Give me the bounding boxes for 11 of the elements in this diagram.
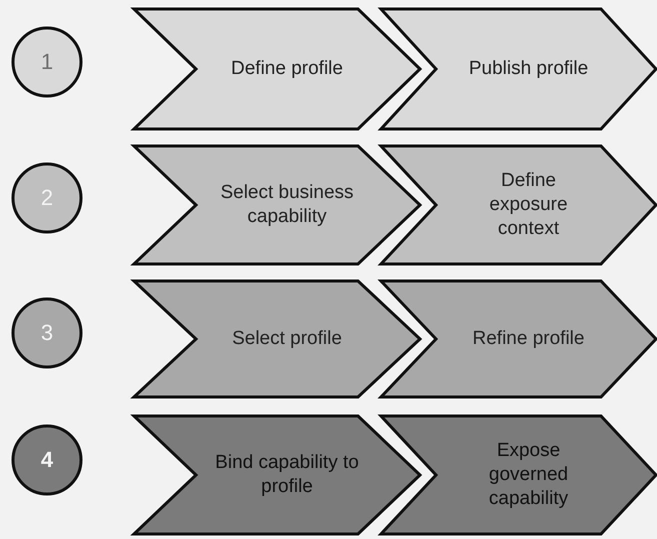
step-number: 1 [40, 48, 54, 76]
step-label: Select profile [232, 327, 342, 351]
step-label: Define profile [231, 57, 343, 81]
step-label: Bind capability to profile [214, 451, 360, 499]
step-label: Expose governed capability [488, 439, 570, 511]
step-label: Define exposure context [488, 169, 569, 241]
step-label: Select business capability [219, 181, 355, 229]
step-label: Publish profile [468, 57, 588, 81]
step-number: 3 [40, 319, 54, 347]
step-number: 4 [40, 446, 54, 474]
step-label: Refine profile [472, 327, 584, 351]
